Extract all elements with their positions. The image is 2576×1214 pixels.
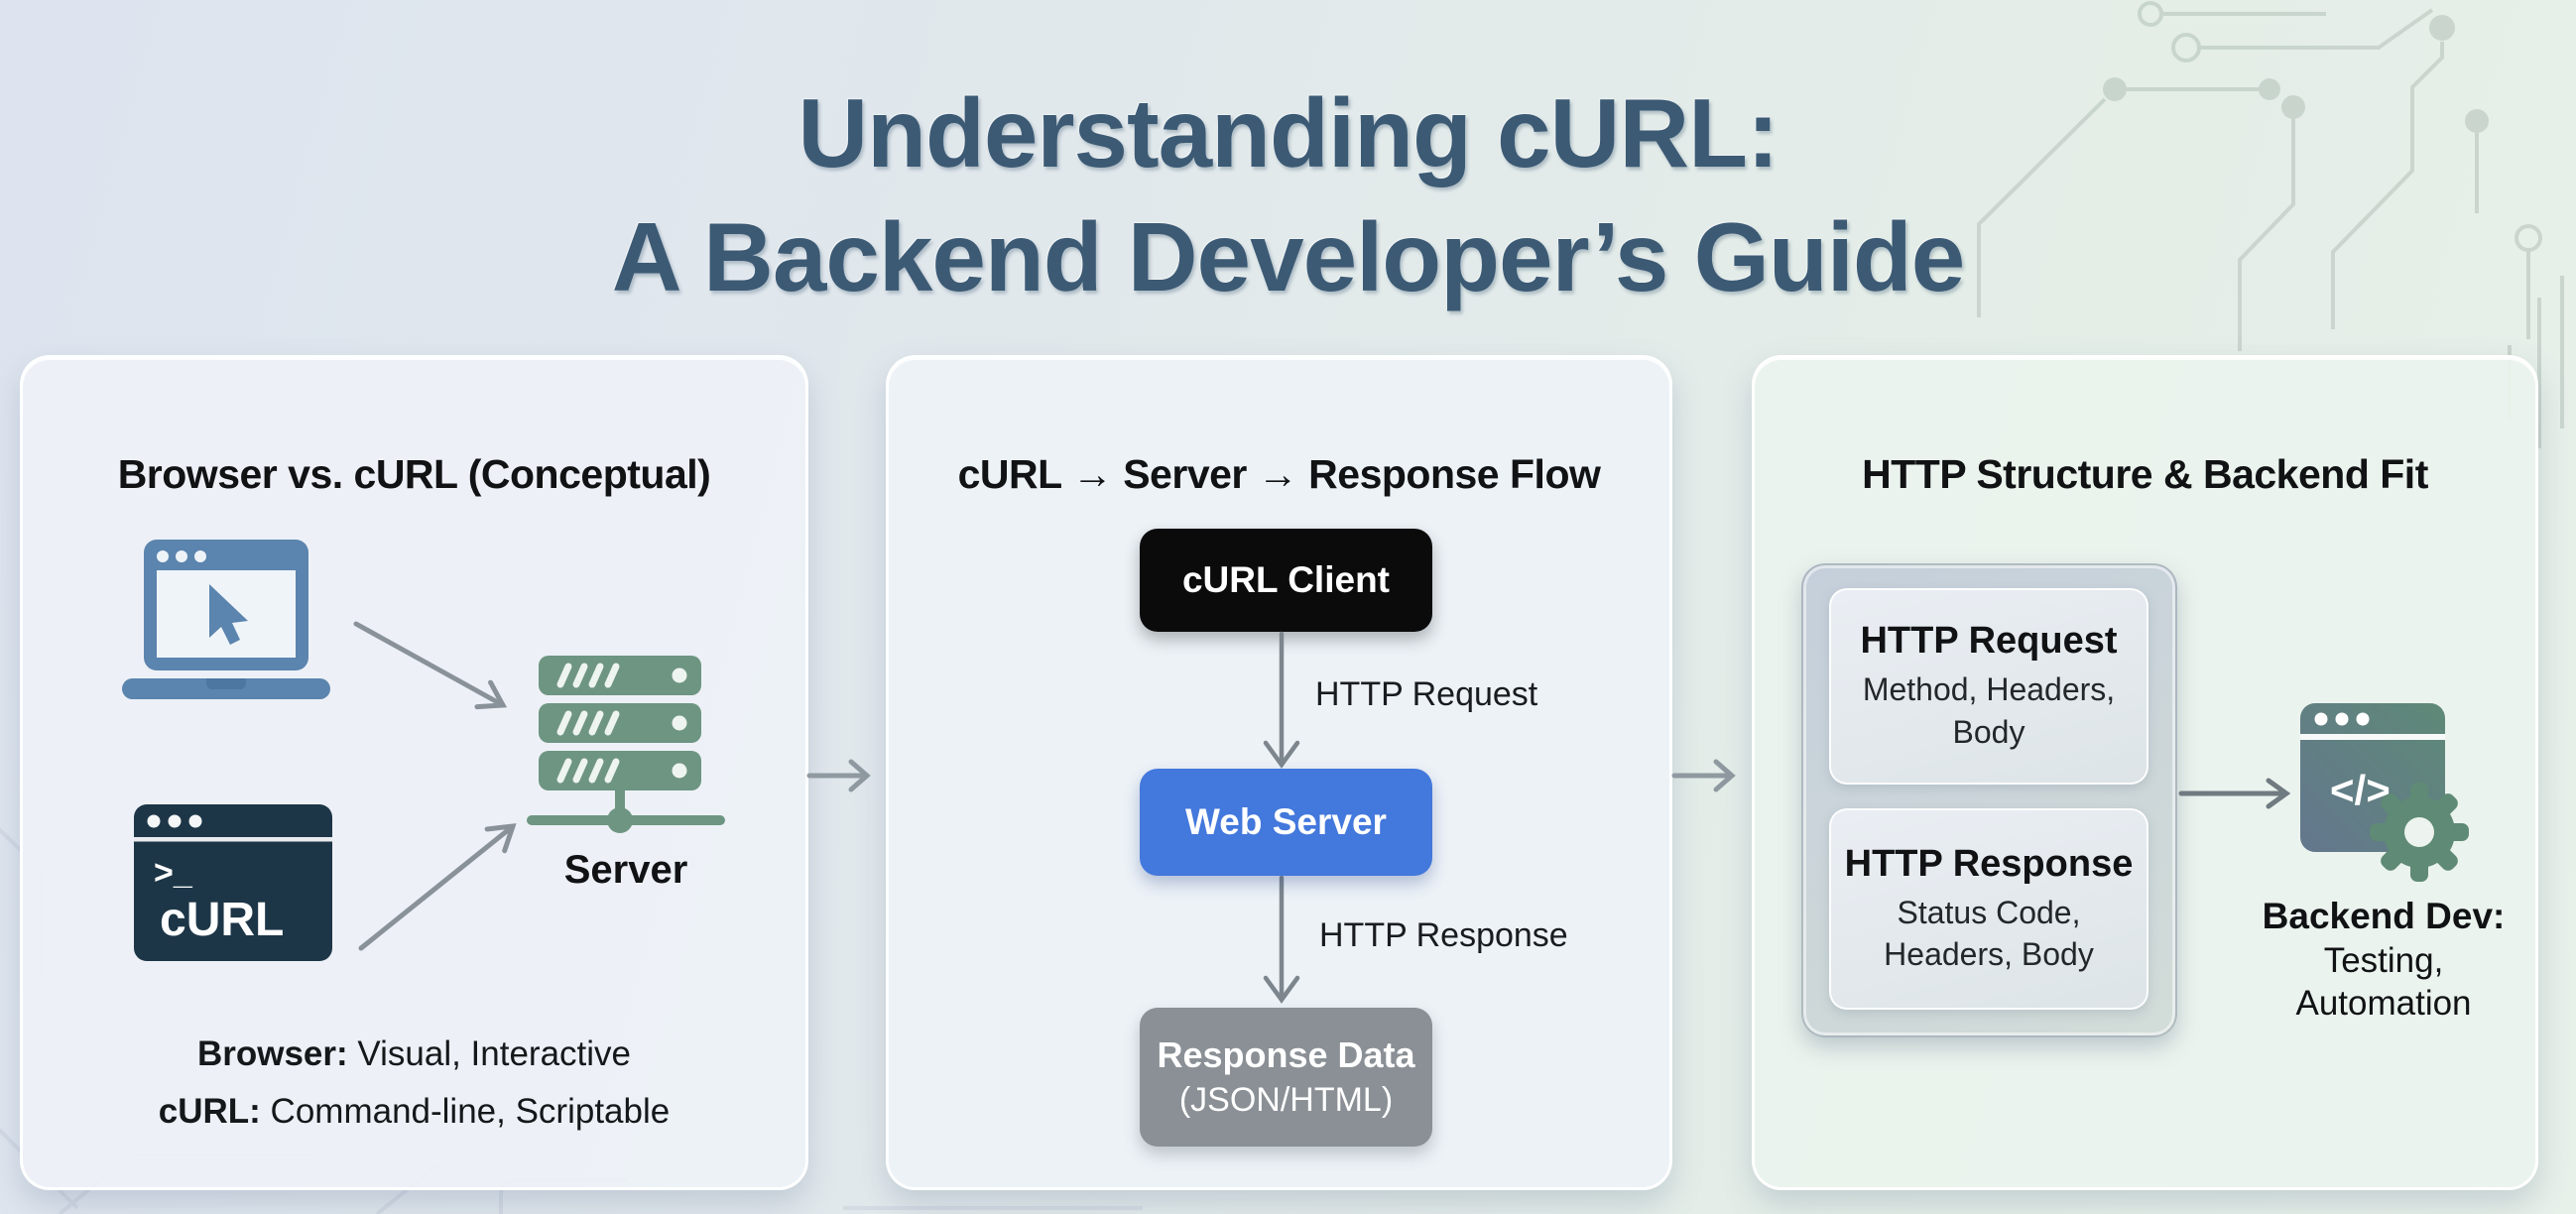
code-window-separator [2300,734,2445,740]
browser-laptop-icon [122,540,330,699]
title-line2: A Backend Developer’s Guide [611,202,1966,312]
panel-flow: cURL → Server → Response Flow cURL Clien… [886,355,1672,1190]
code-glyph: </> [2330,767,2391,813]
laptop-base-notch [206,678,246,689]
web-server-label: Web Server [1185,801,1387,842]
http-response-detail-line2: Headers, Body [1884,936,2094,972]
cursor-arrow-icon [209,584,248,645]
browser-to-server-arrow [353,621,506,708]
note-browser: Browser: Visual, Interactive [23,1034,805,1074]
circuit-dots [2103,15,2489,133]
panel3-connector-arrow [2178,778,2291,809]
http-request-detail-line1: Method, Headers, [1862,671,2116,708]
note-curl: cURL: Command-line, Scriptable [23,1092,805,1132]
http-response-detail-line1: Status Code, [1897,894,2081,930]
http-request-detail: Method, Headers, Body [1863,668,2115,752]
panel2-flow-arrows [1263,631,1300,1004]
gear-icon [2370,783,2469,882]
server-rack-slashes [556,663,620,784]
backend-dev-line1: Backend Dev: [2262,896,2506,936]
http-response-title: HTTP Response [1844,842,2134,885]
curl-client-label: cURL Client [1181,559,1390,600]
panel1-to-panel2-arrow [806,759,871,792]
panel1-connector-arrows [353,621,517,951]
note-curl-term: cURL: [158,1092,261,1131]
terminal-curl-label: cURL [160,894,284,946]
backend-dev-icon: </> [2300,703,2469,882]
server-rack-leds [672,668,687,779]
edge-label-http-response: HTTP Response [1319,916,1568,954]
flow-node-web-server: Web Server [1140,769,1432,876]
http-structure-container: HTTP Request Method, Headers, Body HTTP … [1801,563,2177,1037]
server-label: Server [563,848,688,892]
panel3-heading: HTTP Structure & Backend Fit [1862,451,2428,498]
server-icon [527,656,725,833]
note-curl-desc: Command-line, Scriptable [260,1092,671,1131]
backend-dev-line3: Automation [2295,984,2472,1024]
terminal-separator [134,837,332,842]
flow-node-response-data: Response Data (JSON/HTML) [1140,1008,1432,1147]
backend-dev-label: Backend Dev: Testing, Automation [2249,894,2518,1026]
backend-dev-line2: Testing, [2323,940,2444,980]
terminal-prompt: >_ [154,854,193,892]
page-title: Understanding cURL: A Backend Developer’… [0,71,2576,320]
http-response-detail: Status Code, Headers, Body [1884,892,2094,975]
browser-titlebar-dots [157,550,206,562]
panel1-heading: Browser vs. cURL (Conceptual) [117,451,711,498]
edge-label-http-request: HTTP Request [1315,675,1538,713]
terminal-titlebar-dots [147,814,202,828]
curl-terminal-icon: >_ cURL [134,804,332,961]
http-request-box: HTTP Request Method, Headers, Body [1829,588,2148,785]
panel-http-structure: HTTP Structure & Backend Fit HTTP Reques… [1752,355,2538,1190]
http-request-detail-line2: Body [1952,713,2025,750]
panel2-to-panel3-arrow [1671,759,1736,792]
panel2-heading: cURL → Server → Response Flow [957,451,1601,498]
title-line1: Understanding cURL: [797,77,1779,187]
flow-node-curl-client: cURL Client [1140,529,1432,632]
http-response-box: HTTP Response Status Code, Headers, Body [1829,808,2148,1010]
panel-browser-vs-curl: Browser vs. cURL (Conceptual) >_ cURL [20,355,808,1190]
note-browser-term: Browser: [196,1034,348,1073]
circuit-lines-top-right [1977,1,2564,448]
code-window-dots [2314,712,2370,726]
terminal-window [134,804,332,961]
http-request-title: HTTP Request [1860,620,2118,663]
response-data-line2: (JSON/HTML) [1178,1081,1394,1120]
response-data-line1: Response Data [1157,1033,1415,1075]
curl-to-server-arrow [358,823,516,951]
note-browser-desc: Visual, Interactive [347,1034,632,1073]
